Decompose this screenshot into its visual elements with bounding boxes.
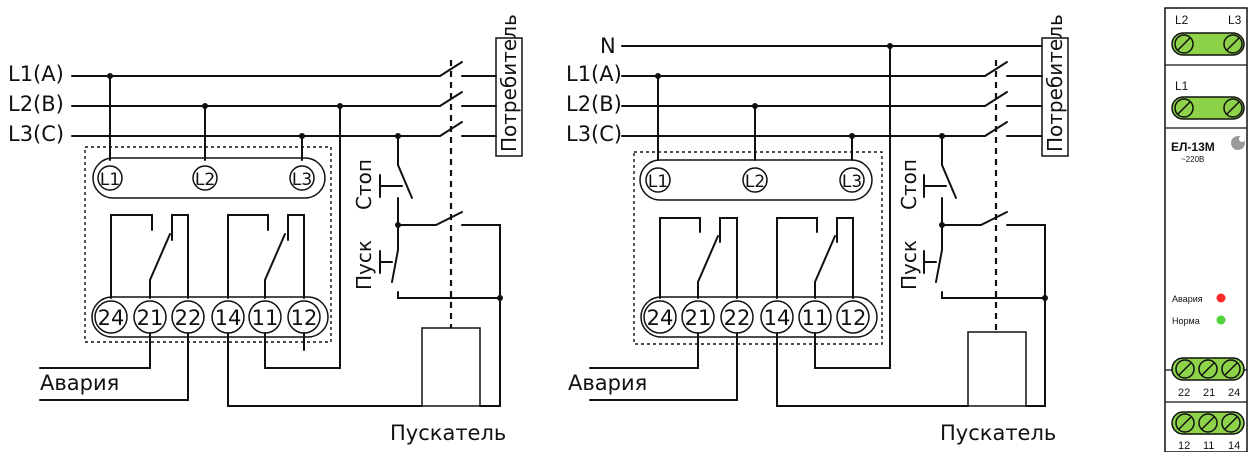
device-body: [1164, 7, 1248, 452]
starter-coil-right: [967, 331, 1027, 407]
device-label-12: 12: [1178, 440, 1190, 452]
terminal-21-right: 21: [685, 306, 712, 330]
consumer-label: Потребитель: [497, 14, 521, 152]
consumer-box-right: [1041, 37, 1069, 157]
device-label-11: 11: [1203, 440, 1214, 452]
terminal-12: 12: [291, 306, 318, 330]
phase-label-l2-right: L2(B): [566, 92, 622, 116]
relay-outline: [84, 146, 332, 343]
device-label-l3: L3: [1228, 13, 1242, 27]
start-button-right: [923, 250, 937, 274]
relay-outline-right: [633, 151, 883, 345]
terminal-l2-right: L2: [745, 172, 765, 192]
start-button: [379, 250, 393, 274]
device-label-22: 22: [1178, 387, 1190, 399]
terminal-21: 21: [137, 306, 164, 330]
diagram-left: L1(A) L2(B) L3(C) Потребитель: [8, 14, 523, 445]
starter-label: Пускатель: [390, 421, 506, 445]
starter-label-right: Пускатель: [940, 421, 1056, 445]
stop-label-right: Стоп: [897, 159, 921, 210]
terminal-22-right: 22: [724, 306, 751, 330]
phase-label-l3: L3(C): [8, 122, 64, 146]
device-front-panel: L2 L3 L1 ЕЛ-13М ~220В Авария Норма 22 21: [1164, 7, 1248, 452]
terminal-14: 14: [215, 306, 242, 330]
led-normal-icon: [1216, 315, 1226, 325]
stop-button-right: [923, 174, 947, 198]
device-label-24: 24: [1228, 387, 1240, 399]
terminal-l3: L3: [292, 170, 312, 190]
led-alarm-label: Авария: [1172, 294, 1203, 304]
alarm-label: Авария: [40, 371, 119, 395]
device-label-l2: L2: [1175, 13, 1189, 27]
terminal-l1-right: L1: [648, 172, 668, 192]
starter-coil: [421, 327, 481, 407]
phase-label-l1: L1(A): [8, 62, 64, 86]
phase-label-l1-right: L1(A): [566, 62, 622, 86]
terminal-l1: L1: [100, 170, 120, 190]
device-label-21: 21: [1203, 387, 1215, 399]
terminal-14-right: 14: [764, 306, 791, 330]
start-label-right: Пуск: [897, 240, 921, 290]
neutral-label: N: [600, 34, 616, 58]
terminal-11: 11: [252, 306, 279, 330]
led-alarm-icon: [1216, 293, 1226, 303]
brand-logo-icon: [1231, 136, 1245, 150]
terminal-l2: L2: [195, 170, 215, 190]
start-label: Пуск: [352, 240, 376, 290]
diagram-right: N L1(A) L2(B) L3(C) Потребитель L1 L2 L3: [566, 14, 1069, 445]
device-voltage: ~220В: [1181, 155, 1204, 164]
terminal-block-top: [92, 157, 326, 199]
terminal-block-bottom: [91, 296, 329, 338]
device-label-14: 14: [1228, 440, 1240, 452]
terminal-24: 24: [98, 306, 125, 330]
terminal-22: 22: [175, 306, 202, 330]
phase-label-l3-right: L3(C): [566, 122, 622, 146]
stop-label: Стоп: [352, 159, 376, 210]
terminal-11-right: 11: [802, 306, 829, 330]
terminal-24-right: 24: [647, 306, 674, 330]
consumer-label-right: Потребитель: [1043, 14, 1067, 152]
terminal-12-right: 12: [840, 306, 867, 330]
phase-label-l2: L2(B): [8, 92, 64, 116]
main-contact-1: [439, 61, 463, 77]
device-label-l1: L1: [1175, 79, 1189, 93]
stop-button: [379, 174, 403, 198]
alarm-label-right: Авария: [568, 371, 647, 395]
led-normal-label: Норма: [1172, 316, 1200, 326]
terminal-l3-right: L3: [842, 172, 862, 192]
consumer-box: [495, 37, 523, 157]
device-model: ЕЛ-13М: [1171, 140, 1215, 154]
